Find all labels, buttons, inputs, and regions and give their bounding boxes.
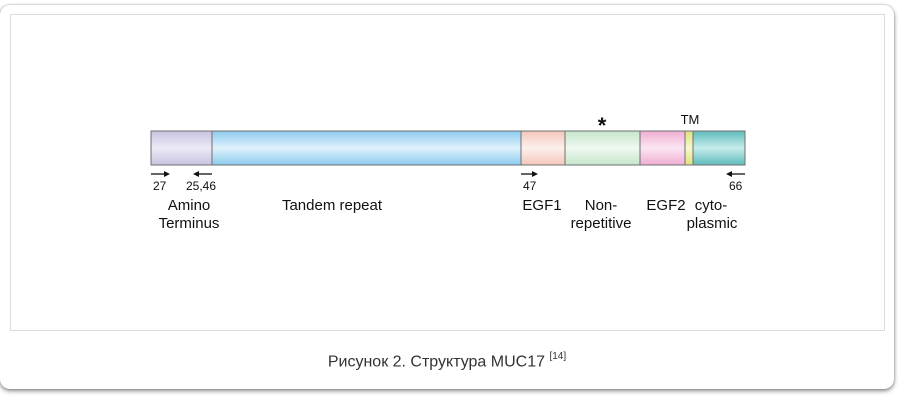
primer-label-27: 27 [153,179,167,193]
reference-link[interactable]: [14] [549,351,567,362]
label-tandem-repeat: Tandem repeat [282,197,383,214]
label-repetitive: repetitive [571,215,632,232]
domain-amino-terminus [150,130,213,166]
primer-arrow-forward-27 [151,171,170,177]
primer-label-25-46: 25,46 [186,179,216,193]
label-terminus: Terminus [159,215,220,232]
label-egf1: EGF1 [522,197,561,214]
primer-arrow-forward-47 [521,171,538,177]
figure-caption: Рисунок 2. Структура MUC17 [14] [0,351,894,371]
label-cyto: cyto- [695,197,728,214]
label-non: Non- [585,197,618,214]
primer-arrow-reverse-66 [726,171,745,177]
domain-egf2 [639,130,686,166]
domain-transmembrane [684,130,694,166]
tm-label: TM [681,112,700,127]
glycosylation-asterisk: * [598,113,607,138]
domain-tandem-repeat [211,130,522,166]
primer-arrow-reverse-25-46 [193,171,212,177]
label-egf2: EGF2 [646,197,685,214]
domain-egf1 [520,130,566,166]
figure-caption-text: Рисунок 2. Структура MUC17 [327,353,550,371]
domain-cytoplasmic [692,130,746,166]
figure-card: * TM 27 25,46 47 66 [0,5,894,389]
muc17-structure-diagram: * TM 27 25,46 47 66 [150,112,746,232]
label-plasmic: plasmic [687,215,738,232]
domain-non-repetitive [564,130,641,166]
primer-label-66: 66 [729,179,743,193]
figure-frame: * TM 27 25,46 47 66 [10,14,885,331]
primer-label-47: 47 [523,179,537,193]
label-amino: Amino [168,197,211,214]
